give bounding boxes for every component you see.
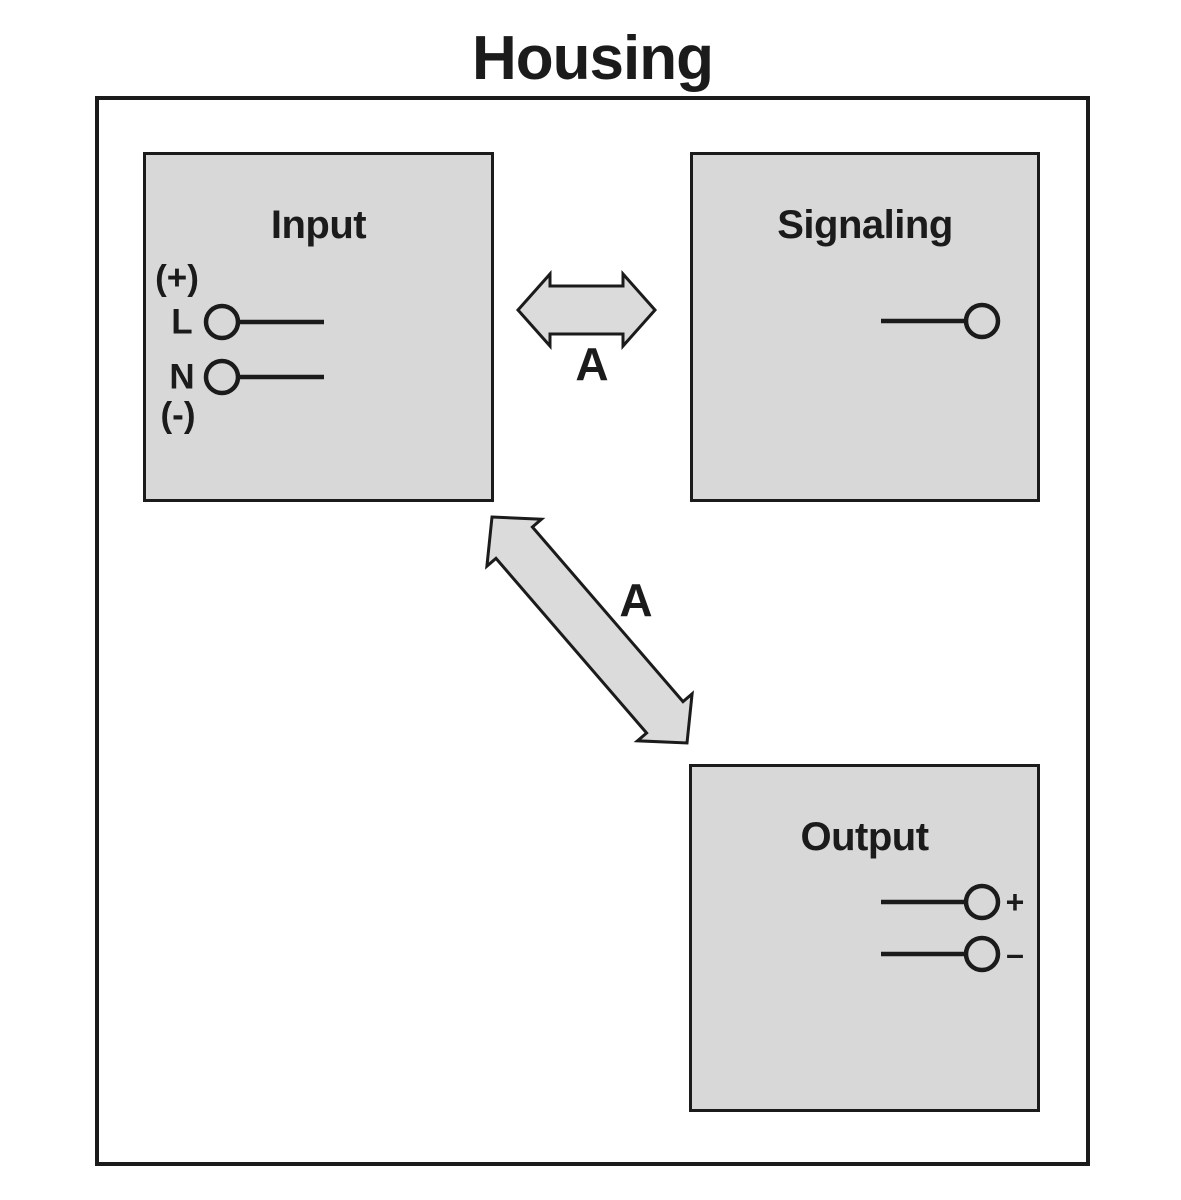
diagram-title: Housing: [472, 24, 714, 93]
input-terminal-l-circle: [203, 303, 241, 341]
signaling-terminal-circle: [963, 302, 1001, 340]
arrow-input-signaling-label: A: [575, 338, 609, 390]
output-terminal-minus-circle: [963, 935, 1001, 973]
input-box: Input (+) L N (-): [143, 152, 494, 502]
output-terminal-plus-circle: [963, 883, 1001, 921]
arrow-input-output-label: A: [619, 574, 653, 626]
input-label-minus: (-): [160, 395, 196, 435]
signaling-box-title: Signaling: [777, 203, 953, 247]
output-box: Output + –: [689, 764, 1040, 1112]
signaling-box: Signaling: [690, 152, 1040, 502]
input-box-title: Input: [270, 203, 367, 247]
output-label-plus: +: [1005, 884, 1025, 920]
input-terminal-n-circle: [203, 358, 241, 396]
output-box-title: Output: [800, 815, 929, 859]
input-label-l: L: [171, 302, 193, 342]
input-label-plus: (+): [155, 258, 199, 298]
output-label-minus: –: [1006, 936, 1024, 972]
housing-box: Input (+) L N (-) Signaling Output: [95, 96, 1090, 1166]
input-label-n: N: [169, 357, 195, 397]
